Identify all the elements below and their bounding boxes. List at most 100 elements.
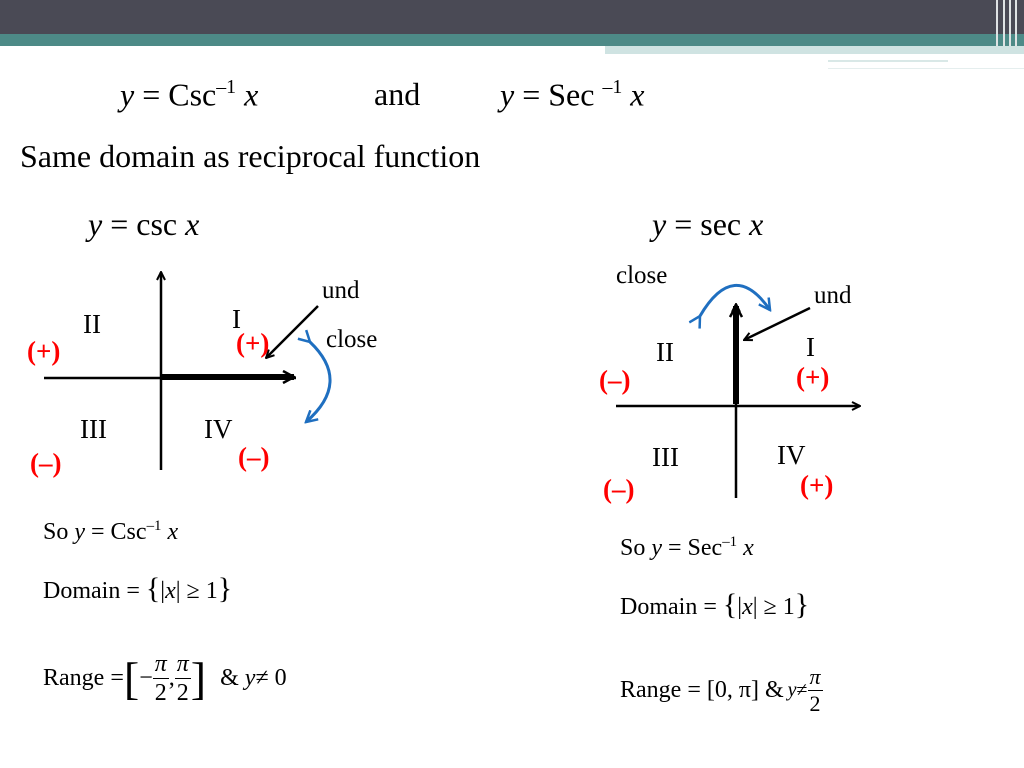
superscript: –1	[722, 534, 738, 550]
brace-right: }	[794, 588, 810, 621]
header-bar-teal	[0, 34, 1024, 46]
title-eq: = Csc	[134, 76, 217, 113]
domain-condition: ≥ 1	[757, 594, 795, 620]
right-sign-q4: (+)	[800, 470, 834, 500]
numerator: π	[152, 651, 169, 679]
right-quadrant-1: I	[806, 332, 815, 362]
subtitle: Same domain as reciprocal function	[20, 138, 481, 174]
left-quadrant-4: IV	[204, 414, 233, 444]
left-sign-q3: (–)	[30, 448, 62, 478]
left-domain: Domain = {|x| ≥ 1}	[43, 572, 232, 606]
header-stripe	[1003, 0, 1005, 46]
heading-eq: = sec	[666, 206, 750, 242]
right-sign-q1: (+)	[796, 362, 830, 392]
abs-bar: |	[737, 594, 743, 620]
right-so-line: So y = Sec–1 x	[620, 534, 754, 562]
var-x: x	[749, 206, 764, 242]
right-label-close: close	[616, 262, 668, 289]
right-close-arc	[700, 283, 770, 316]
so-prefix: So	[620, 535, 652, 562]
title-csc-inverse: y = Csc–1 x	[120, 76, 258, 113]
superscript: –1	[146, 518, 162, 534]
range-and: &	[220, 665, 239, 691]
numerator: π	[174, 651, 191, 679]
brace-right: }	[217, 572, 233, 605]
bracket-right: ]	[190, 652, 207, 704]
var-x: x	[165, 578, 176, 604]
var-x: x	[630, 76, 645, 113]
comma: ,	[168, 665, 175, 691]
right-quadrant-2: II	[656, 337, 674, 367]
header-accent-line	[828, 68, 1024, 69]
domain-label: Domain =	[43, 578, 146, 604]
header-bar-light	[605, 46, 1024, 54]
abs-bar: |	[160, 578, 166, 604]
domain-label: Domain =	[620, 594, 723, 620]
denominator: 2	[809, 691, 821, 716]
right-quadrant-4: IV	[777, 440, 806, 470]
left-so-line: So y = Csc–1 x	[43, 518, 178, 546]
var-y: y	[74, 519, 86, 546]
title-and: and	[374, 76, 421, 112]
var-y: y	[120, 76, 135, 113]
header-bar-dark	[0, 0, 1024, 34]
abs-bar: |	[175, 578, 181, 604]
numerator: π	[807, 664, 823, 691]
left-label-und: und	[322, 277, 360, 304]
right-und-pointer	[744, 306, 811, 342]
var-x: x	[244, 76, 259, 113]
left-quadrant-2: II	[83, 309, 101, 339]
title-eq: = Sec	[514, 76, 603, 113]
var-x: x	[742, 594, 753, 620]
superscript: –1	[602, 76, 623, 98]
so-prefix: So	[43, 519, 75, 546]
range-condition: ≠ 0	[255, 665, 287, 691]
right-heading: y = sec x	[652, 206, 763, 243]
range-label: Range =	[43, 665, 124, 691]
heading-eq: = csc	[102, 206, 186, 242]
var-x: x	[185, 206, 200, 242]
minus-sign: −	[139, 665, 153, 691]
header-stripe	[1009, 0, 1011, 46]
title-sec-inverse: y = Sec –1 x	[500, 76, 644, 113]
header-accent-line	[828, 60, 948, 62]
var-y: y	[500, 76, 515, 113]
left-sign-q1: (+)	[236, 328, 270, 358]
var-y: y	[787, 679, 797, 701]
so-eq: = Sec	[662, 535, 723, 562]
left-und-pointer	[266, 305, 319, 358]
var-y: y	[652, 206, 667, 242]
var-x: x	[743, 535, 754, 562]
var-y: y	[651, 535, 663, 562]
left-heading: y = csc x	[88, 206, 199, 243]
superscript: –1	[216, 76, 237, 98]
left-sign-q2: (+)	[27, 336, 61, 366]
range-label: Range = [0, π] &	[620, 677, 784, 703]
left-quadrant-1: I	[232, 304, 241, 334]
header-stripe	[1015, 0, 1017, 46]
abs-bar: |	[752, 594, 758, 620]
bracket-left: [	[123, 652, 140, 704]
left-sign-q4: (–)	[238, 442, 270, 472]
so-eq: = Csc	[85, 519, 147, 546]
domain-condition: ≥ 1	[180, 578, 218, 604]
var-y: y	[88, 206, 103, 242]
var-y: y	[244, 665, 256, 691]
header-stripe	[996, 0, 998, 46]
right-sign-q3: (–)	[603, 474, 635, 504]
left-quadrant-3: III	[80, 414, 107, 444]
not-equal: ≠	[796, 679, 808, 701]
denominator: 2	[154, 680, 167, 706]
left-label-close: close	[326, 326, 378, 353]
brace-left: {	[722, 588, 738, 621]
denominator: 2	[176, 680, 189, 706]
right-sign-q2: (–)	[599, 365, 631, 395]
brace-left: {	[145, 572, 161, 605]
right-quadrant-3: III	[652, 442, 679, 472]
